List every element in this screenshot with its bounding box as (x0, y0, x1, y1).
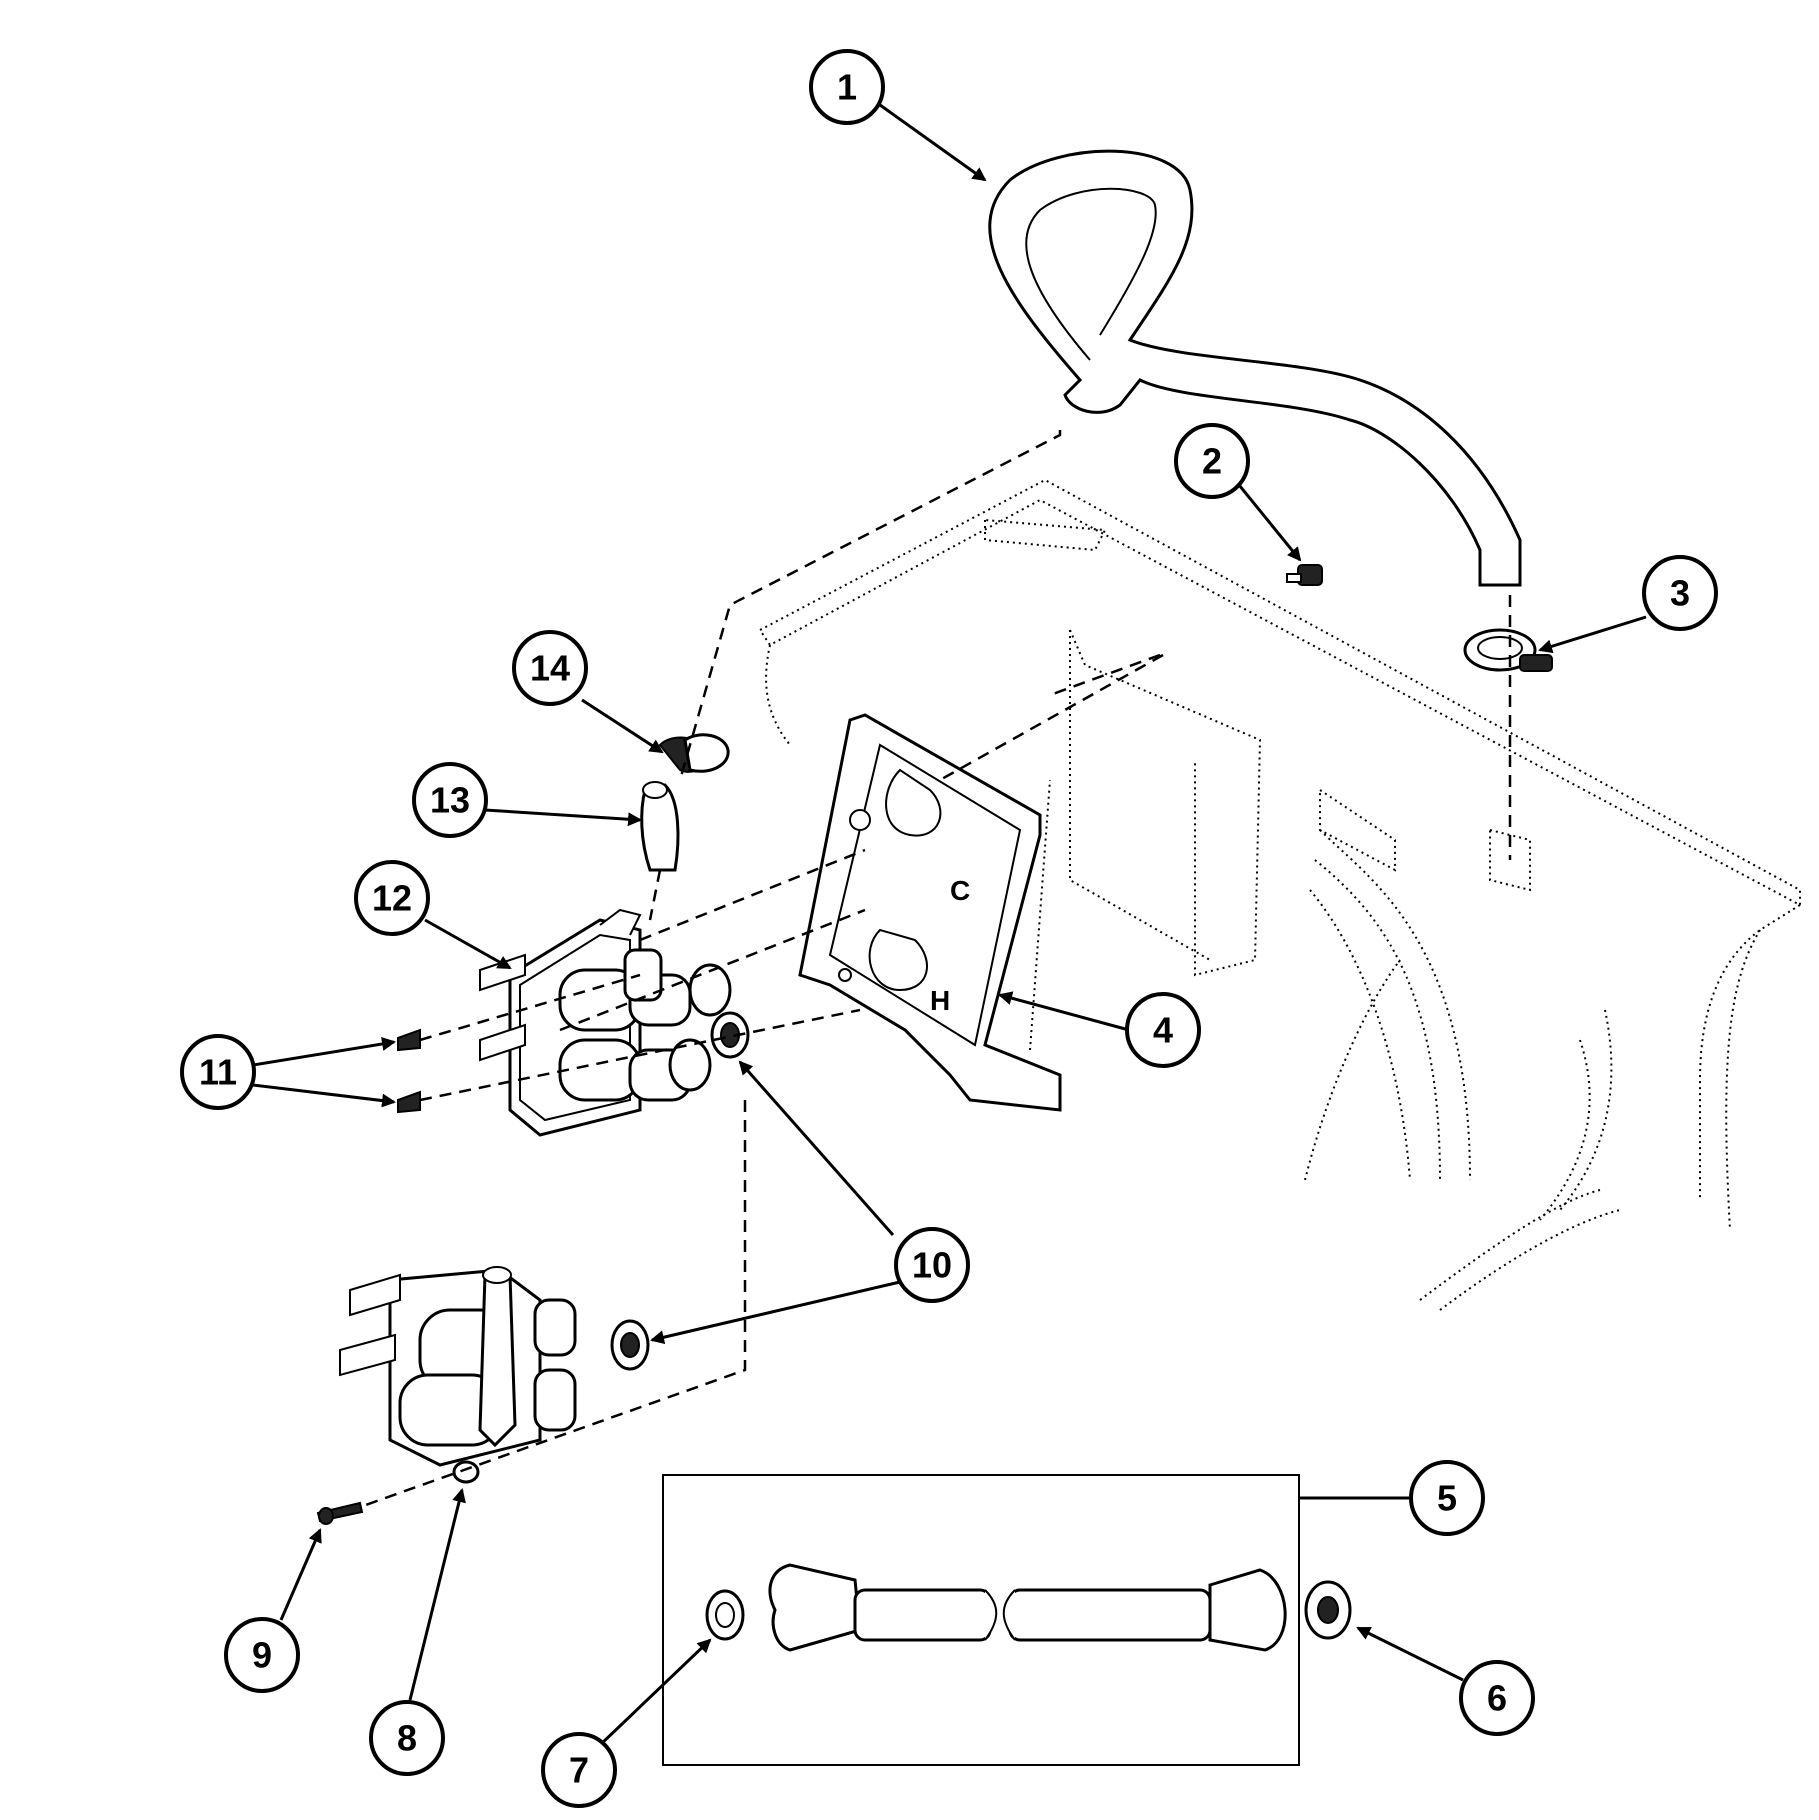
callout-2-label: 2 (1202, 441, 1222, 482)
callout-6-label: 6 (1487, 1678, 1507, 1719)
hose-washer-left[interactable] (705, 1589, 745, 1641)
callout-12[interactable]: 12 (354, 860, 430, 936)
callout-1[interactable]: 1 (809, 49, 885, 125)
callout-6[interactable]: 6 (1459, 1660, 1535, 1736)
callout-13[interactable]: 13 (412, 762, 488, 838)
callout-4[interactable]: 4 (1125, 992, 1201, 1068)
water-valve-upper[interactable] (479, 908, 732, 1137)
leader-lines (252, 103, 1647, 1747)
cabinet-outline (758, 478, 1801, 1311)
inlet-elbow[interactable] (640, 781, 680, 872)
callout-5[interactable]: 5 (1409, 1460, 1485, 1536)
elbow-clamp[interactable] (658, 733, 730, 773)
callout-10-upper[interactable]: 10 (894, 1227, 970, 1303)
valve-bracket[interactable]: C H (798, 713, 1062, 1112)
callout-4-label: 4 (1153, 1010, 1173, 1051)
valve-mount-screw[interactable] (316, 1501, 364, 1525)
strainer-washer-lower[interactable] (610, 1319, 650, 1371)
alignment-lines (359, 430, 1512, 1509)
callout-1-label: 1 (837, 67, 857, 108)
callout-10-upper-label: 10 (912, 1245, 952, 1286)
hot-mark: H (930, 985, 950, 1016)
callout-7-label: 7 (569, 1750, 589, 1791)
callout-2[interactable]: 2 (1174, 423, 1250, 499)
callout-14[interactable]: 14 (512, 630, 588, 706)
callout-8-label: 8 (397, 1718, 417, 1759)
callout-11-label: 11 (199, 1052, 237, 1093)
callout-3-label: 3 (1670, 573, 1690, 614)
callout-9[interactable]: 9 (224, 1617, 300, 1693)
callout-3[interactable]: 3 (1642, 555, 1718, 631)
callout-8[interactable]: 8 (369, 1700, 445, 1776)
callout-14-label: 14 (530, 648, 570, 689)
callout-9-label: 9 (252, 1635, 272, 1676)
hose-washer-right[interactable] (1304, 1580, 1352, 1640)
callout-12-label: 12 (372, 878, 412, 919)
callout-7[interactable]: 7 (541, 1732, 617, 1808)
valve-screws[interactable] (397, 1028, 421, 1114)
cold-mark: C (950, 875, 970, 906)
water-valve-lower[interactable] (339, 1266, 577, 1484)
callout-13-label: 13 (430, 780, 470, 821)
callout-11[interactable]: 11 (180, 1034, 256, 1110)
hose-clamp[interactable] (1463, 628, 1553, 672)
fill-hose[interactable] (988, 149, 1522, 587)
inlet-hose-kit[interactable] (662, 1474, 1300, 1766)
callout-5-label: 5 (1437, 1478, 1457, 1519)
bracket-screw[interactable] (1286, 564, 1323, 586)
